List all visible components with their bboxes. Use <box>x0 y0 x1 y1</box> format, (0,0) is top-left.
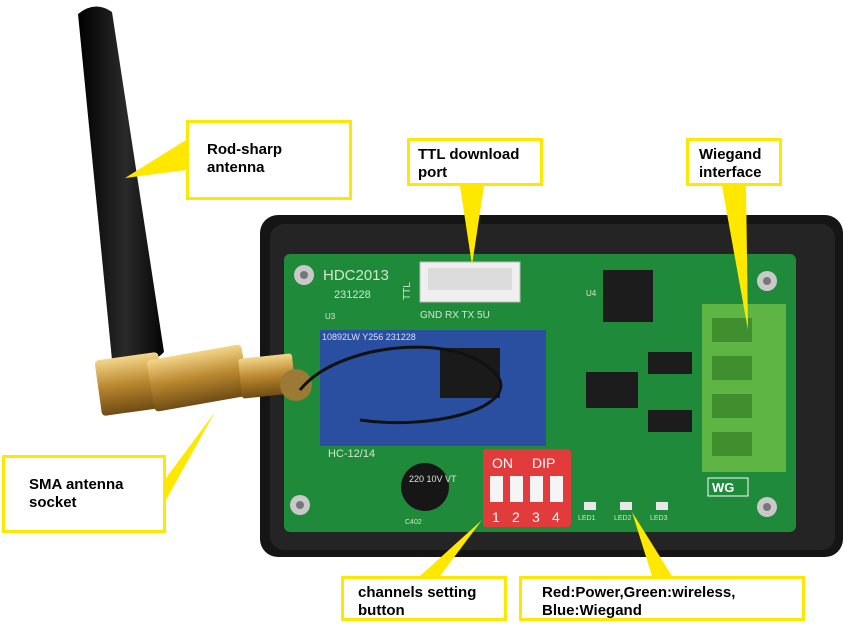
pointer-wiegand <box>722 186 748 330</box>
dip-number-4: 4 <box>552 509 560 525</box>
u4-label: U4 <box>586 289 597 298</box>
callout-channels: channels setting button <box>341 576 507 621</box>
sma-socket <box>146 344 250 412</box>
led1-label: LED1 <box>578 515 596 522</box>
callout-leds: Red:Power,Green:wireless, Blue:Wiegand <box>519 576 805 621</box>
led-red <box>584 502 596 510</box>
antenna-assembly <box>78 6 503 425</box>
board-date: 231228 <box>334 289 371 301</box>
callout-pointers <box>125 140 748 576</box>
led3-label: LED3 <box>650 515 668 522</box>
ttl-pin-labels: GND RX TX 5U <box>420 310 490 321</box>
antenna-cable <box>298 345 503 425</box>
pcb-board: HDC2013 231228 U3 U4 TTL GND RX TX 5U 10… <box>284 254 796 532</box>
rod-antenna <box>78 6 164 363</box>
callout-sma-socket: SMA antenna socket <box>2 455 166 533</box>
callout-antenna: Rod-sharp antenna <box>186 120 352 200</box>
led2-label: LED2 <box>614 515 632 522</box>
ttl-silkscreen: TTL <box>402 282 413 300</box>
dip-number-2: 2 <box>512 509 520 525</box>
pointer-sma <box>166 412 215 500</box>
led-blue <box>656 502 668 510</box>
callout-wiegand: Wiegand interface <box>686 138 782 186</box>
dip-toggle-4[interactable] <box>550 476 563 502</box>
dip-toggle-2[interactable] <box>510 476 523 502</box>
pointer-leds <box>632 512 672 576</box>
dip-toggle-1[interactable] <box>490 476 503 502</box>
dip-toggle-3[interactable] <box>530 476 543 502</box>
regulator-chip <box>603 270 653 322</box>
wg-label: WG <box>712 480 734 495</box>
module-code: 10892LW Y256 231228 <box>322 332 416 342</box>
dip-switch[interactable] <box>483 449 571 527</box>
dip-number-3: 3 <box>532 509 540 525</box>
board-model: HDC2013 <box>323 267 389 284</box>
dip-on-label: ON <box>492 455 513 471</box>
pointer-ttl <box>460 186 484 265</box>
u3-label: U3 <box>325 312 336 321</box>
module-label: HC-12/14 <box>328 448 375 460</box>
led-green <box>620 502 632 510</box>
c402-label: C402 <box>405 519 422 526</box>
capacitor <box>401 463 449 511</box>
capacitor-marking: 220 10V VT <box>409 474 457 484</box>
callout-ttl-port: TTL download port <box>407 138 543 186</box>
main-ic <box>586 372 638 408</box>
pointer-channels <box>420 520 482 576</box>
dip-number-1: 1 <box>492 509 500 525</box>
pointer-antenna <box>125 140 186 178</box>
dip-label: DIP <box>532 455 555 471</box>
